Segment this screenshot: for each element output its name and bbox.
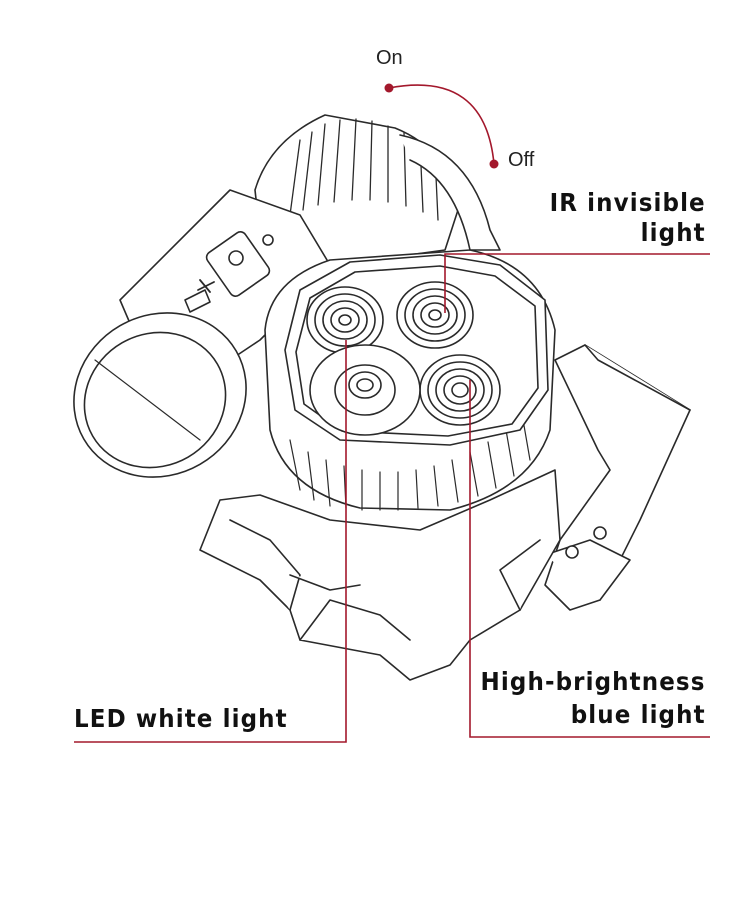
- led-reflector-white: [306, 286, 384, 354]
- switch-off-label: Off: [508, 149, 535, 171]
- blue-callout-line2: blue light: [571, 700, 706, 729]
- switch-on-dot: [384, 83, 394, 93]
- center-lens: [309, 344, 421, 436]
- led-reflector-blue: [419, 354, 501, 426]
- switch-on-label: On: [376, 47, 403, 69]
- switch-off-dot: [489, 159, 499, 169]
- battery-end-cap: [73, 312, 247, 478]
- ir-callout-line2: light: [640, 218, 706, 247]
- led-leader-line: [74, 340, 347, 743]
- ir-leader-line: [444, 253, 710, 313]
- blue-callout-line1: High-brightness: [481, 667, 706, 696]
- blue-leader-line: [469, 380, 710, 738]
- led-reflector-ir: [396, 281, 474, 349]
- ir-callout-line1: IR invisible: [549, 188, 706, 217]
- switch-arc: [388, 84, 495, 165]
- strap-clip-right: [544, 344, 691, 611]
- led-callout-label: LED white light: [74, 704, 288, 733]
